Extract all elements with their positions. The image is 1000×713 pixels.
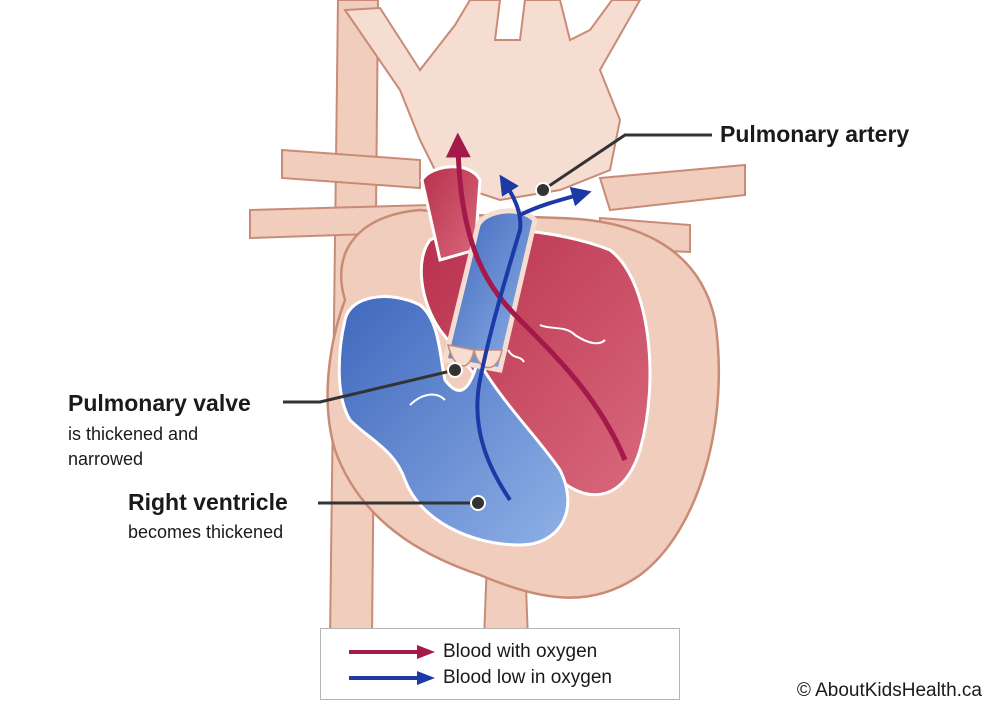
pulmonary-valve-leader — [283, 368, 456, 404]
callout-leaders — [283, 133, 712, 505]
pulmonary-valve-label: Pulmonary valve — [68, 390, 251, 416]
blue-arrow-icon — [349, 671, 435, 685]
valve-chordae — [409, 324, 606, 406]
callout-dots — [447, 182, 551, 511]
legend-label-oxygenated: Blood with oxygen — [443, 641, 598, 662]
deoxygenated-flow — [475, 174, 592, 502]
legend-label-deoxygenated: Blood low in oxygen — [443, 667, 612, 688]
pulmonary-valve-dot — [447, 362, 463, 378]
oxygenated-flow — [445, 132, 628, 461]
legend-item-deoxygenated: Blood low in oxygen — [321, 665, 679, 691]
red-arrow-icon — [349, 645, 435, 659]
legend: Blood with oxygen Blood low in oxygen — [320, 628, 680, 700]
pulmonary-valve-sub-line-2: narrowed — [68, 449, 144, 469]
right-ventricle-label: Right ventricle — [128, 489, 288, 515]
pulmonary-valve-leaflets — [446, 344, 503, 369]
pulmonary-artery-label: Pulmonary artery — [720, 121, 910, 147]
legend-item-oxygenated: Blood with oxygen — [321, 639, 679, 665]
copyright-text: © AboutKidsHealth.ca — [796, 680, 982, 701]
pulmonary-artery-dot — [535, 182, 551, 198]
pulmonary-artery-leader — [542, 133, 712, 192]
pulmonary-valve-sub-line-1: is thickened and — [68, 424, 199, 444]
right-ventricle-sub: becomes thickened — [128, 522, 284, 542]
right-ventricle-chamber — [337, 295, 570, 547]
right-ventricle-dot — [470, 495, 486, 511]
